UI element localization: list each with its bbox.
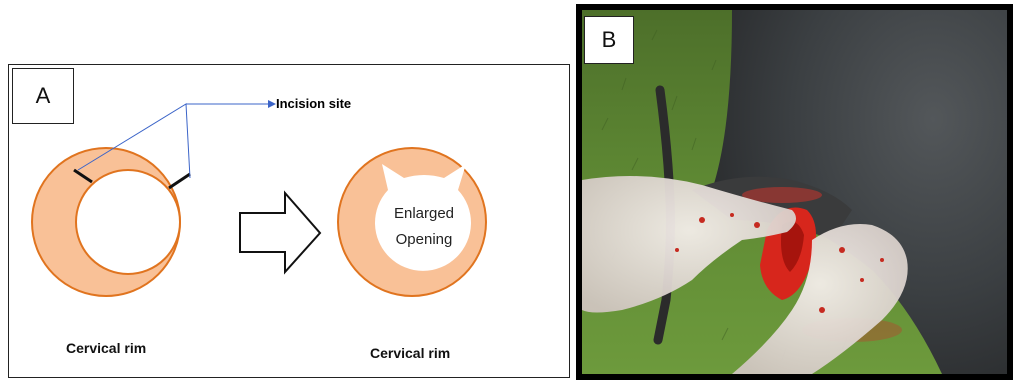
panel-b-frame bbox=[576, 4, 1013, 380]
cervical-rim-right bbox=[338, 148, 486, 296]
incision-pointer-arrowhead-icon bbox=[268, 100, 276, 108]
left-rim-caption: Cervical rim bbox=[66, 340, 146, 356]
right-rim-caption: Cervical rim bbox=[370, 345, 450, 361]
right-block-arrow-icon bbox=[240, 193, 320, 272]
incision-mark-right bbox=[169, 174, 190, 188]
enlarged-opening-label-line1: Enlarged bbox=[394, 205, 454, 222]
cervical-rim-left bbox=[32, 148, 180, 296]
enlarged-opening-label-line2: Opening bbox=[396, 231, 453, 248]
incision-site-label: Incision site bbox=[276, 96, 351, 111]
surgery-photo bbox=[582, 10, 1007, 374]
panel-b-label: B bbox=[584, 16, 634, 64]
